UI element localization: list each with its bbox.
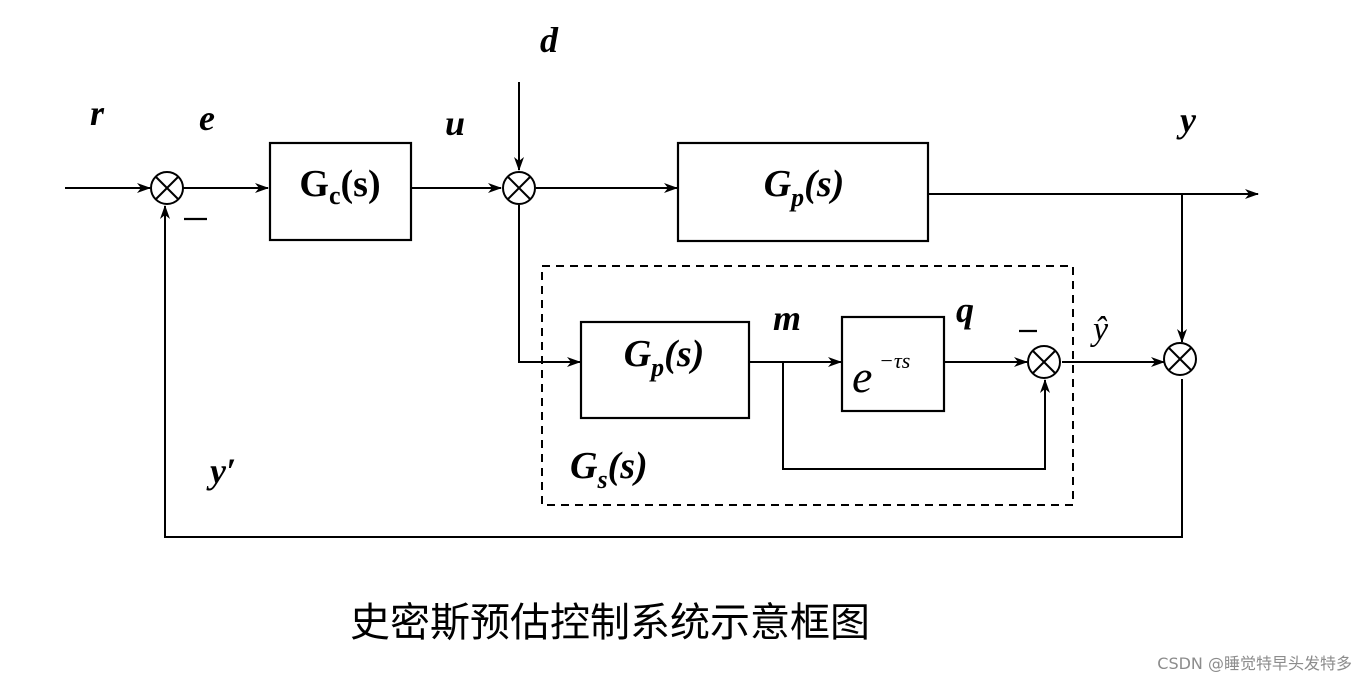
summer-4 — [1163, 342, 1197, 376]
signal-yprime-label: y′ — [206, 451, 236, 491]
edge-model-bypass-to-summer3 — [782, 362, 1050, 470]
signal-q-label: q — [956, 290, 974, 330]
plant-block: Gp(s) — [676, 141, 930, 243]
plant-label: Gp(s) — [764, 163, 845, 212]
compensator-region — [541, 265, 1074, 506]
signal-y-label: y — [1176, 100, 1197, 140]
signal-e-label: e — [199, 98, 215, 138]
delay-exponent: −τs — [879, 348, 910, 373]
summer-1 — [150, 171, 184, 205]
signal-d-label: d — [540, 20, 559, 60]
controller-label: Gc(s) — [299, 163, 380, 210]
summer-2 — [502, 171, 536, 205]
delay-block: e −τs — [840, 315, 946, 413]
controller-block: Gc(s) — [268, 141, 413, 242]
model-block: Gp(s) — [579, 320, 751, 420]
connections — [65, 82, 1259, 538]
compensator-label: Gs(s) — [570, 445, 648, 494]
signal-yhat-label: ŷ — [1090, 311, 1109, 348]
figure-caption: 史密斯预估控制系统示意框图 — [350, 600, 870, 646]
signal-u-label: u — [445, 103, 465, 143]
delay-base: e — [852, 351, 872, 402]
edge-feedback-to-summer1 — [160, 205, 1183, 538]
summer-3 — [1027, 345, 1061, 379]
edge-summer2-to-model — [518, 205, 581, 367]
signal-r-label: r — [90, 93, 105, 133]
model-label: Gp(s) — [624, 333, 705, 382]
watermark: CSDN @睡觉特早头发特多 — [1157, 654, 1352, 673]
signal-m-label: m — [773, 298, 801, 338]
